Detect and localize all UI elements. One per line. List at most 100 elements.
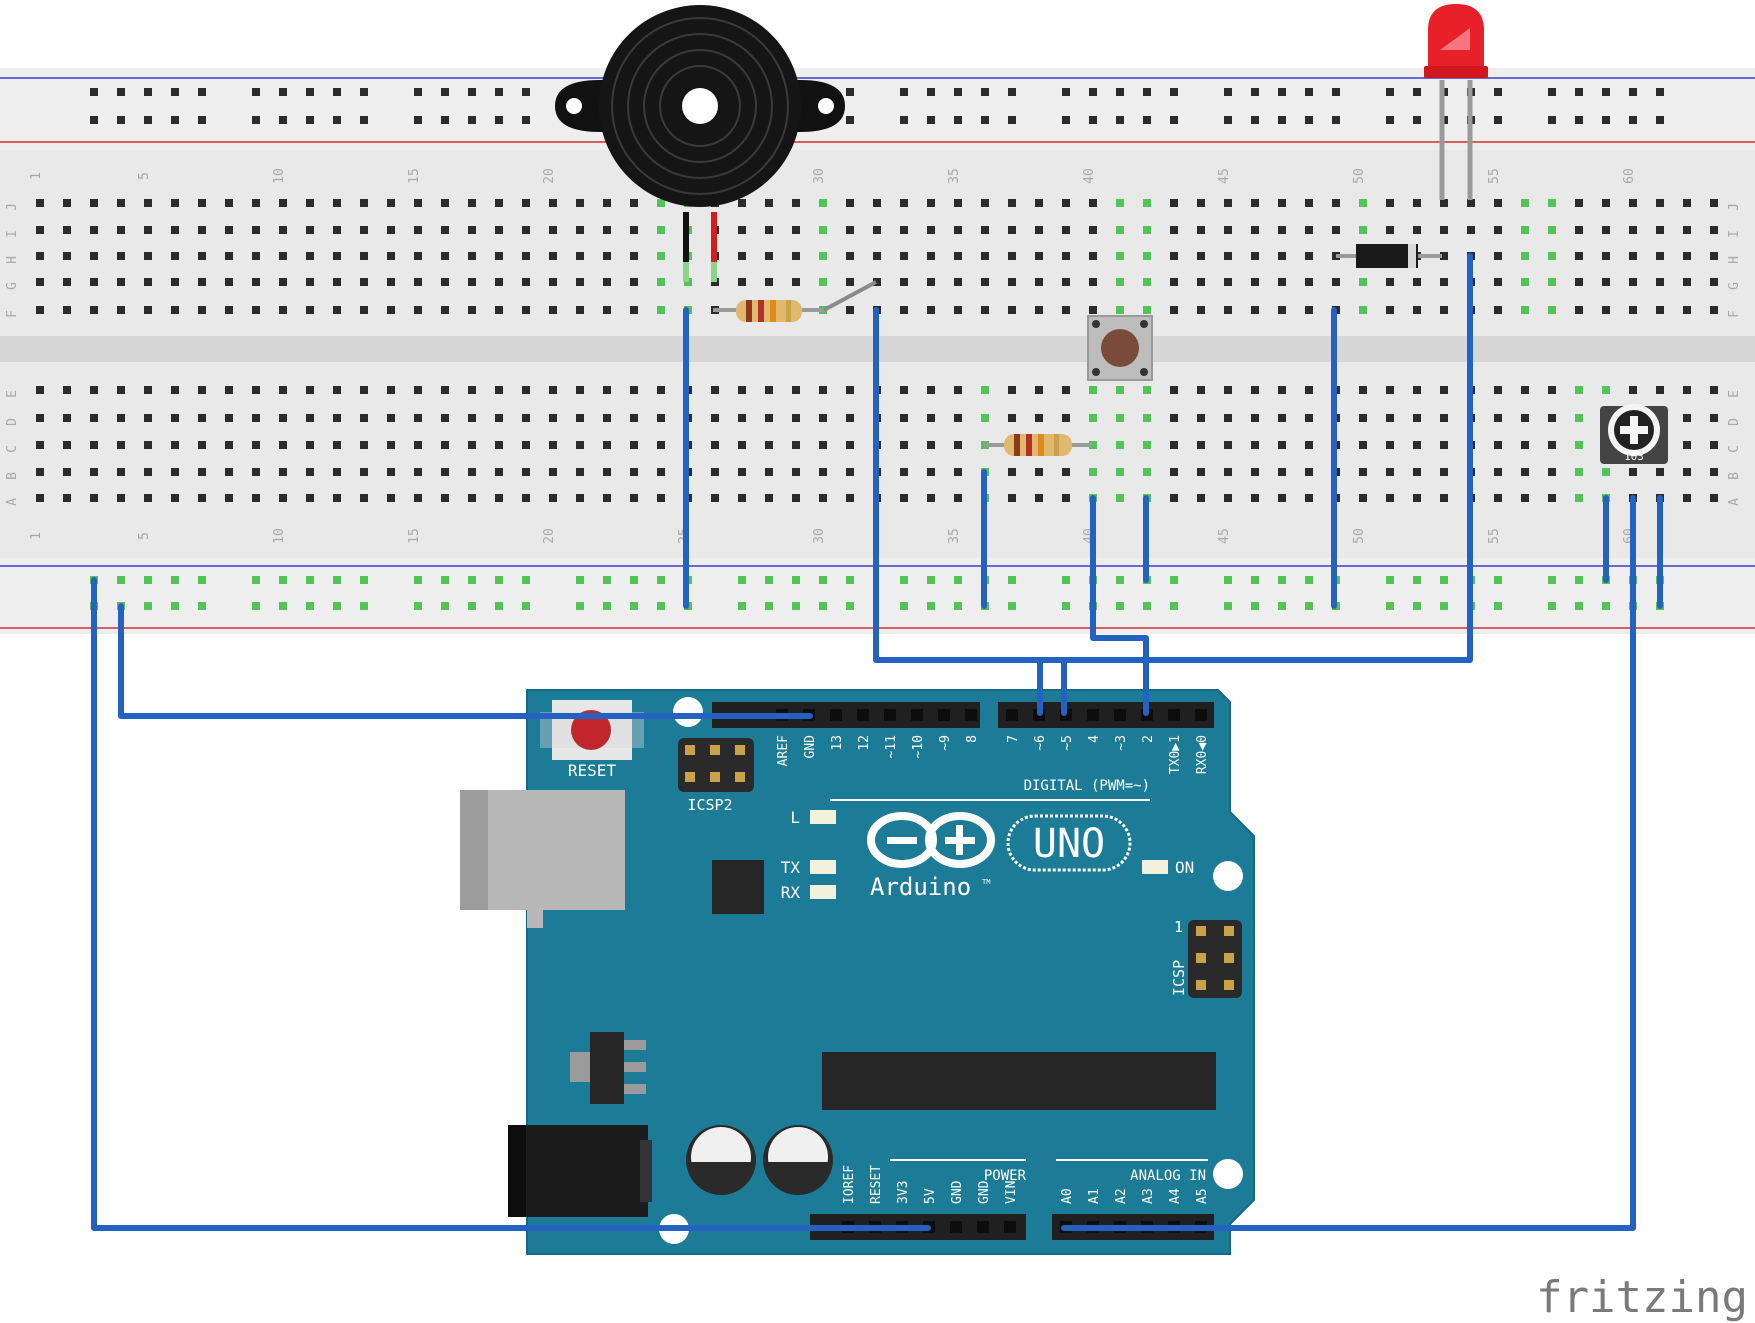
breadboard-hole — [441, 576, 449, 584]
breadboard-hole — [1089, 88, 1097, 96]
breadboard-hole — [414, 494, 422, 502]
breadboard-hole — [576, 576, 584, 584]
breadboard-hole — [144, 226, 152, 234]
breadboard-hole — [1602, 278, 1610, 286]
push-button[interactable] — [1087, 315, 1153, 381]
breadboard-hole — [1548, 278, 1556, 286]
breadboard-hole — [333, 306, 341, 314]
breadboard-hole — [279, 306, 287, 314]
breadboard-hole — [549, 252, 557, 260]
breadboard-hole — [333, 116, 341, 124]
breadboard-hole — [387, 414, 395, 422]
breadboard-hole — [927, 414, 935, 422]
breadboard-hole — [1629, 468, 1637, 476]
breadboard-hole — [1332, 199, 1340, 207]
breadboard-label: 40 — [1082, 168, 1097, 184]
breadboard-hole — [144, 116, 152, 124]
breadboard-hole — [954, 602, 962, 610]
breadboard-hole — [1089, 199, 1097, 207]
breadboard-hole — [846, 116, 854, 124]
pin-label: A1 — [1087, 1188, 1102, 1204]
breadboard-hole — [441, 386, 449, 394]
breadboard-hole — [1089, 252, 1097, 260]
breadboard-hole — [738, 199, 746, 207]
breadboard-hole — [117, 386, 125, 394]
breadboard-hole — [414, 116, 422, 124]
breadboard-hole — [360, 252, 368, 260]
breadboard-hole — [63, 226, 71, 234]
breadboard-hole — [927, 88, 935, 96]
breadboard-hole — [495, 306, 503, 314]
breadboard-label: E — [1727, 390, 1742, 398]
breadboard-hole — [846, 199, 854, 207]
breadboard-hole — [819, 576, 827, 584]
breadboard-hole — [981, 226, 989, 234]
breadboard-hole — [306, 602, 314, 610]
breadboard-hole — [198, 199, 206, 207]
breadboard-hole — [387, 494, 395, 502]
header-pin — [1195, 709, 1207, 721]
breadboard-hole — [657, 468, 665, 476]
breadboard-hole — [1359, 494, 1367, 502]
breadboard-hole — [1035, 414, 1043, 422]
breadboard-hole — [738, 252, 746, 260]
breadboard-hole — [333, 226, 341, 234]
breadboard-hole — [144, 414, 152, 422]
breadboard-hole — [1494, 278, 1502, 286]
breadboard-hole — [1386, 386, 1394, 394]
breadboard-hole — [495, 386, 503, 394]
breadboard-hole — [1602, 226, 1610, 234]
breadboard-hole — [1089, 386, 1097, 394]
breadboard-hole — [927, 386, 935, 394]
breadboard-hole — [1494, 252, 1502, 260]
breadboard-hole — [981, 252, 989, 260]
breadboard-hole — [495, 278, 503, 286]
breadboard-label: 45 — [1217, 528, 1232, 544]
arduino-logo-icon — [867, 812, 995, 868]
breadboard-hole — [1602, 116, 1610, 124]
breadboard-label: 50 — [1352, 528, 1367, 544]
breadboard-label: 15 — [407, 528, 422, 544]
capacitor — [763, 1125, 833, 1195]
breadboard-hole — [1035, 494, 1043, 502]
breadboard-hole — [981, 116, 989, 124]
breadboard-hole — [1575, 494, 1583, 502]
pin-label: 7 — [1006, 735, 1021, 743]
breadboard-label: D — [5, 418, 20, 426]
breadboard-hole — [1656, 116, 1664, 124]
breadboard-hole — [1359, 306, 1367, 314]
breadboard-hole — [279, 226, 287, 234]
pin-label: ~6 — [1033, 735, 1048, 751]
breadboard-hole — [981, 306, 989, 314]
breadboard-hole — [1224, 386, 1232, 394]
breadboard-hole — [1251, 602, 1259, 610]
breadboard-hole — [1494, 386, 1502, 394]
breadboard-hole — [1413, 494, 1421, 502]
breadboard-hole — [549, 226, 557, 234]
breadboard-hole — [198, 468, 206, 476]
breadboard-hole — [981, 386, 989, 394]
breadboard-hole — [900, 278, 908, 286]
breadboard-hole — [468, 226, 476, 234]
icsp2-header — [678, 738, 754, 792]
breadboard-hole — [1116, 441, 1124, 449]
breadboard-hole — [1683, 252, 1691, 260]
breadboard-hole — [90, 278, 98, 286]
reset-button[interactable] — [540, 700, 644, 760]
breadboard-hole — [36, 226, 44, 234]
breadboard-hole — [1494, 414, 1502, 422]
pin-label: AREF — [776, 735, 791, 766]
breadboard-hole — [765, 494, 773, 502]
breadboard-hole — [1602, 306, 1610, 314]
potentiometer[interactable]: 103 — [1600, 404, 1668, 464]
breadboard-hole — [1008, 386, 1016, 394]
breadboard-hole — [549, 306, 557, 314]
breadboard-hole — [1440, 278, 1448, 286]
breadboard-hole — [1494, 116, 1502, 124]
breadboard-hole — [1035, 468, 1043, 476]
breadboard-hole — [171, 441, 179, 449]
breadboard-label: J — [5, 203, 20, 211]
breadboard-hole — [1440, 414, 1448, 422]
breadboard-hole — [171, 226, 179, 234]
breadboard-hole — [198, 306, 206, 314]
